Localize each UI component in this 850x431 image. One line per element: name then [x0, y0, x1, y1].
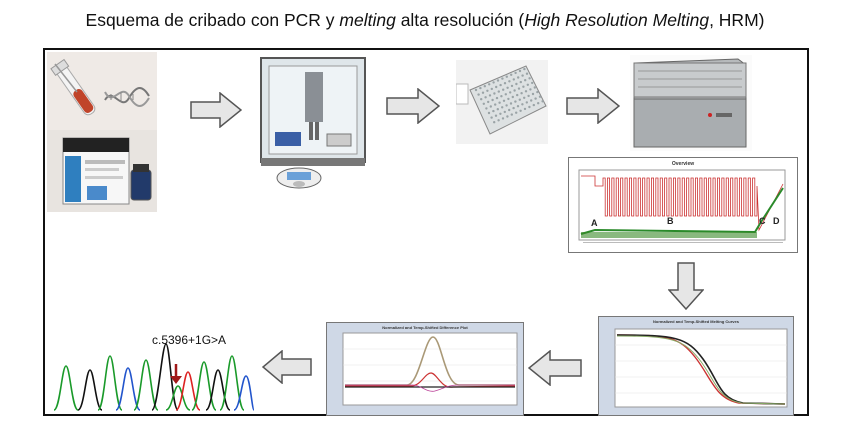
- mutation-label: c.5396+1G>A: [152, 333, 226, 347]
- right-arrow-icon: [190, 92, 242, 128]
- normalized-melting-curves-chart: Normalized and Temp-Shifted Melting Curv…: [598, 316, 794, 416]
- page-title: Esquema de cribado con PCR y melting alt…: [85, 10, 765, 30]
- sample-and-kit-image: [47, 52, 157, 212]
- melt-chart-title: Normalized and Temp-Shifted Melting Curv…: [653, 319, 740, 324]
- pcr-phase-label: D: [773, 216, 780, 226]
- down-arrow-icon: [668, 262, 704, 310]
- real-time-pcr-instrument-image: [630, 55, 752, 151]
- pcr-chart-title: Overview: [672, 161, 694, 167]
- diff-chart-title: Normalized and Temp-Shifted Difference P…: [382, 325, 468, 330]
- right-arrow-icon: [566, 88, 620, 124]
- left-arrow-icon: [262, 350, 312, 384]
- sequencing-chromatogram: c.5396+1G>A: [54, 326, 254, 414]
- left-arrow-icon: [528, 350, 582, 386]
- pcr-plate-image: [456, 60, 548, 144]
- pcr-phase-label: C: [759, 216, 766, 226]
- pcr-phase-label: A: [591, 218, 598, 228]
- pcr-phase-label: B: [667, 216, 674, 226]
- liquid-handling-robot-image: [255, 52, 373, 192]
- difference-plot-chart: Normalized and Temp-Shifted Difference P…: [326, 322, 524, 416]
- right-arrow-icon: [386, 88, 440, 124]
